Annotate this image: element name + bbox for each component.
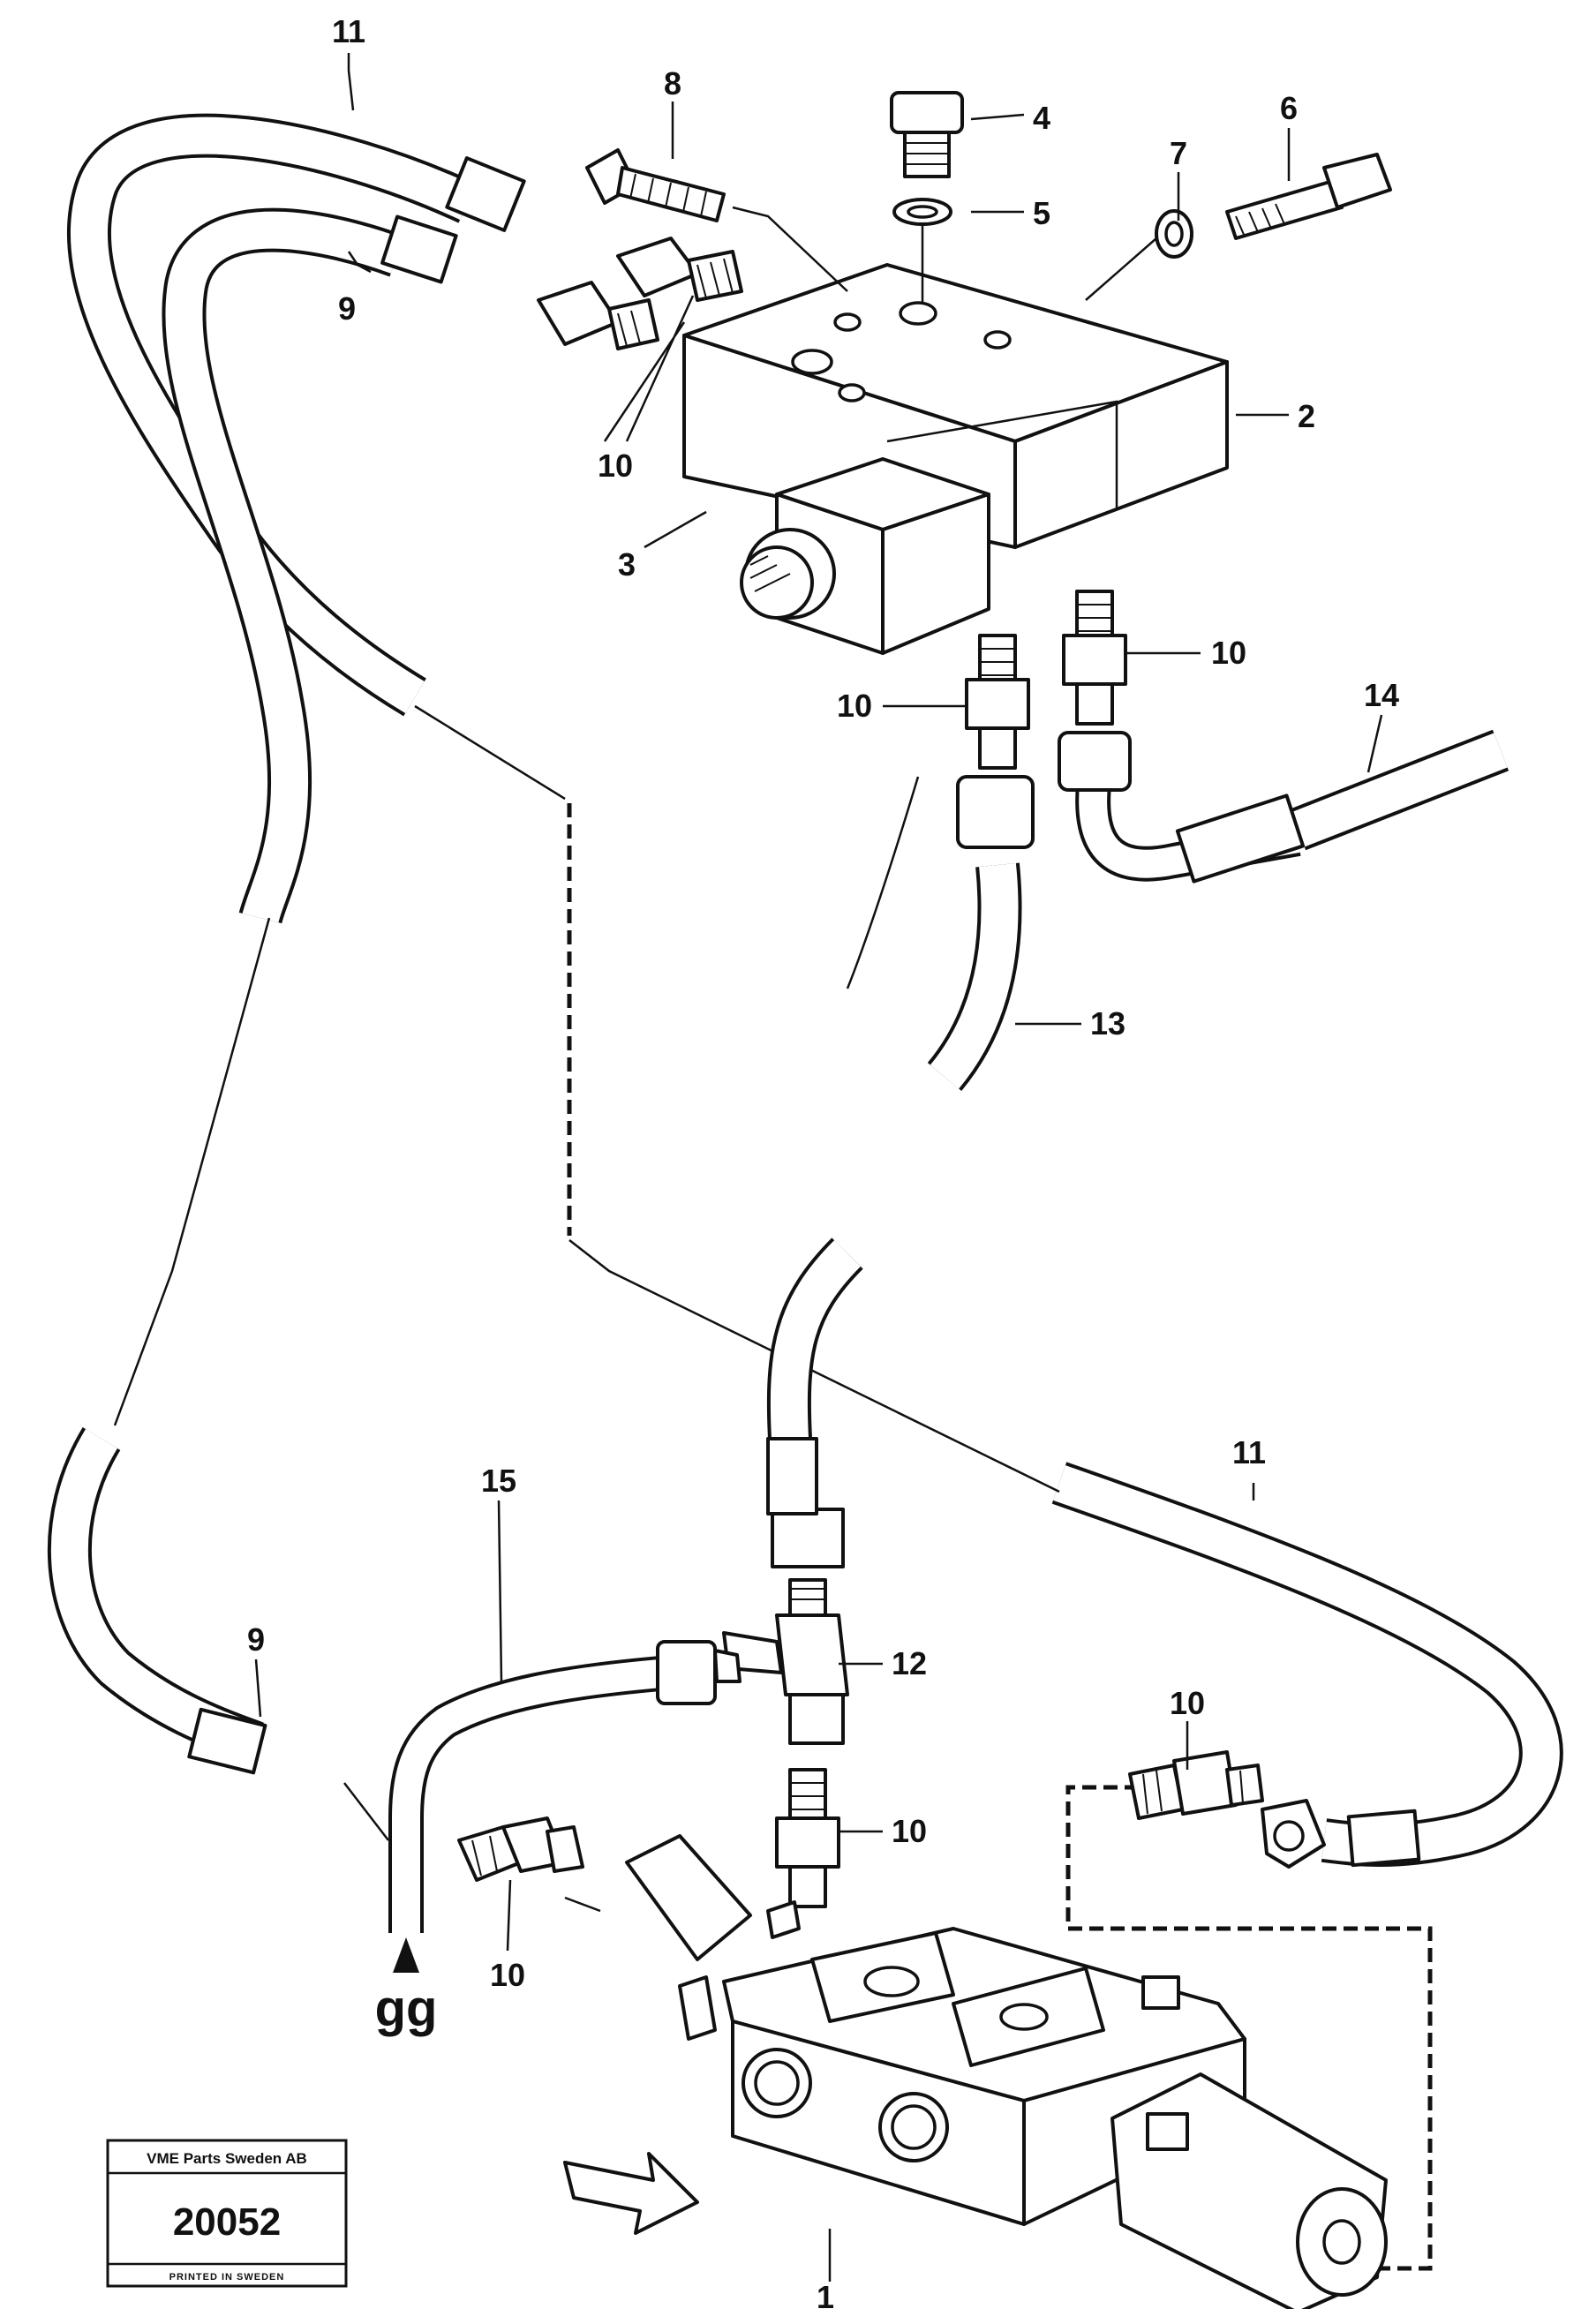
callout-9-bottom: 9 [247, 1621, 265, 1658]
flow-label: gg [375, 1980, 438, 2037]
flow-arrow-icon [563, 2152, 699, 2235]
tee-12 [722, 1578, 849, 1745]
callout-5: 5 [1033, 195, 1050, 231]
fitting-10-lower-left [457, 1816, 584, 1882]
nut-hose-11-lower [1261, 1799, 1326, 1869]
fitting-10-upper-a [616, 237, 743, 302]
callout-14: 14 [1364, 677, 1399, 713]
callout-9-top: 9 [338, 290, 356, 327]
stamp-footer: PRINTED IN SWEDEN [169, 2272, 285, 2283]
callout-10-center: 10 [837, 688, 872, 724]
hose-13 [766, 775, 1035, 1568]
callout-11-bottom: 11 [1232, 1434, 1266, 1470]
callout-3: 3 [618, 546, 636, 583]
callout-labels: 11 9 8 4 5 7 6 2 3 10 10 10 14 13 11 9 1… [247, 13, 1399, 2309]
hose-11 [67, 113, 1563, 1868]
callout-8: 8 [664, 65, 681, 102]
screw-8 [585, 148, 726, 222]
screw-leader [1085, 237, 1157, 301]
connection-lines [113, 704, 1433, 2271]
callout-10-left-top: 10 [598, 448, 633, 484]
fitting-10-lower-right [1128, 1750, 1264, 1820]
washer-7 [1155, 209, 1193, 259]
callout-10-lower-left: 10 [490, 1957, 525, 1993]
screw-8-leader [732, 206, 848, 292]
pipe-15 [388, 1640, 742, 1933]
callout-7: 7 [1170, 135, 1187, 171]
fitting-10-below-tee [775, 1768, 840, 1908]
screw-6 [1225, 153, 1392, 240]
fitting-10-block-right [1062, 590, 1127, 726]
callout-15: 15 [481, 1463, 516, 1499]
callout-6: 6 [1280, 90, 1298, 126]
fitting-10-upper-b [537, 281, 659, 350]
callout-leaders [254, 53, 1383, 2282]
hose-14 [1058, 729, 1509, 884]
fitting-10-block-center [965, 634, 1030, 770]
control-valve [625, 1834, 1388, 2309]
hose-9 [47, 207, 458, 1775]
callout-10-right: 10 [1211, 635, 1246, 671]
gg-arrow-icon [393, 1937, 419, 1973]
callout-12: 12 [892, 1645, 927, 1681]
stamp-number: 20052 [173, 2200, 281, 2244]
callout-2: 2 [1298, 398, 1315, 434]
callout-10-lower-center: 10 [892, 1813, 927, 1849]
stamp-company: VME Parts Sweden AB [147, 2150, 307, 2167]
callout-13: 13 [1090, 1005, 1125, 1042]
callout-1: 1 [817, 2279, 834, 2309]
valve-block [682, 263, 1229, 655]
washer-5 [892, 198, 952, 226]
parts-stamp: VME Parts Sweden AB 20052 PRINTED IN SWE… [106, 2139, 348, 2288]
callout-11-top: 11 [332, 13, 365, 49]
callout-4: 4 [1033, 100, 1050, 136]
plug-4 [890, 91, 964, 178]
callout-10-lower-right: 10 [1170, 1685, 1205, 1721]
